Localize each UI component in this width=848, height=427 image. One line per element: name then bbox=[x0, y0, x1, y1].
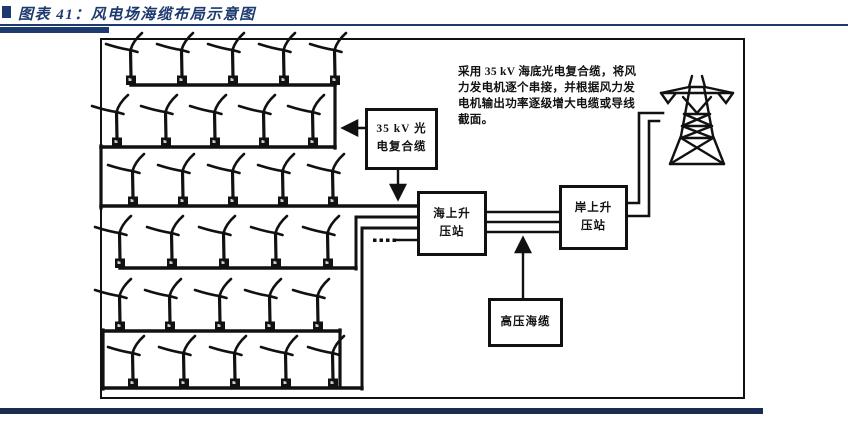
wind-turbine-icon bbox=[206, 152, 246, 206]
wind-turbine-icon bbox=[243, 277, 283, 331]
wind-turbine-icon bbox=[301, 214, 341, 268]
box-onshore-substation: 岸上升 压站 bbox=[559, 185, 628, 250]
wind-turbine-icon bbox=[188, 93, 228, 147]
cable-connector-line bbox=[360, 226, 419, 391]
wind-turbine-icon bbox=[193, 277, 233, 331]
wind-turbine-icon bbox=[157, 334, 197, 388]
header-rule-thin bbox=[0, 24, 848, 26]
wind-turbine-icon bbox=[259, 334, 299, 388]
wind-turbine-icon bbox=[237, 93, 277, 147]
wind-turbine-icon bbox=[197, 214, 237, 268]
wind-turbine-icon bbox=[291, 277, 331, 331]
annotation-line: 电机输出功率逐级增大电缆或导线 bbox=[458, 98, 635, 110]
wind-turbine-icon bbox=[286, 93, 326, 147]
ellipsis-dot bbox=[379, 238, 383, 242]
wind-turbine-icon bbox=[143, 277, 183, 331]
box-35kv-cable: 35 kV 光 电复合缆 bbox=[365, 108, 438, 170]
annotation-text: 采用 35 kV 海底光电复合缆，将风 力发电机逐个串接，并根据风力发 电机输出… bbox=[458, 64, 658, 128]
ellipsis-dot bbox=[386, 238, 390, 242]
annotation-line: 采用 35 kV 海底光电复合缆，将风 bbox=[458, 66, 637, 78]
wind-turbine-icon bbox=[93, 214, 133, 268]
box-hv-submarine-cable: 高压海缆 bbox=[488, 298, 563, 347]
wind-turbine-icon bbox=[139, 93, 179, 147]
wind-turbine-icon bbox=[308, 31, 348, 85]
wind-turbine-icon bbox=[93, 277, 133, 331]
annotation-line: 截面。 bbox=[458, 114, 494, 126]
ellipsis-dot bbox=[392, 238, 396, 242]
wind-turbine-icon bbox=[208, 334, 248, 388]
bottom-divider-bar bbox=[0, 408, 763, 414]
wind-turbine-icon bbox=[249, 214, 289, 268]
wind-turbine-icon bbox=[90, 93, 130, 147]
cable-connector-line bbox=[626, 119, 661, 218]
box-offshore-substation: 海上升 压站 bbox=[417, 191, 487, 256]
wind-turbine-icon bbox=[104, 31, 144, 85]
wind-turbine-icon bbox=[145, 214, 185, 268]
wind-turbine-icon bbox=[156, 152, 196, 206]
wind-turbine-icon bbox=[306, 152, 346, 206]
figure-title: 图表 41：风电场海缆布局示意图 bbox=[18, 7, 256, 23]
wind-turbine-icon bbox=[257, 31, 297, 85]
cable-connector-line bbox=[354, 215, 419, 271]
transmission-tower-icon bbox=[659, 74, 735, 166]
figure-bullet-square bbox=[2, 6, 11, 18]
header-rule-thick bbox=[0, 27, 109, 33]
wind-turbine-icon bbox=[106, 152, 146, 206]
wind-turbine-icon bbox=[106, 334, 146, 388]
wind-turbine-icon bbox=[206, 31, 246, 85]
wind-turbine-icon bbox=[256, 152, 296, 206]
cable-connector-line bbox=[626, 111, 665, 205]
wind-turbine-icon bbox=[306, 334, 346, 388]
annotation-line: 力发电机逐个串接，并根据风力发 bbox=[458, 82, 635, 94]
ellipsis-dot bbox=[373, 238, 377, 242]
wind-turbine-icon bbox=[155, 31, 195, 85]
